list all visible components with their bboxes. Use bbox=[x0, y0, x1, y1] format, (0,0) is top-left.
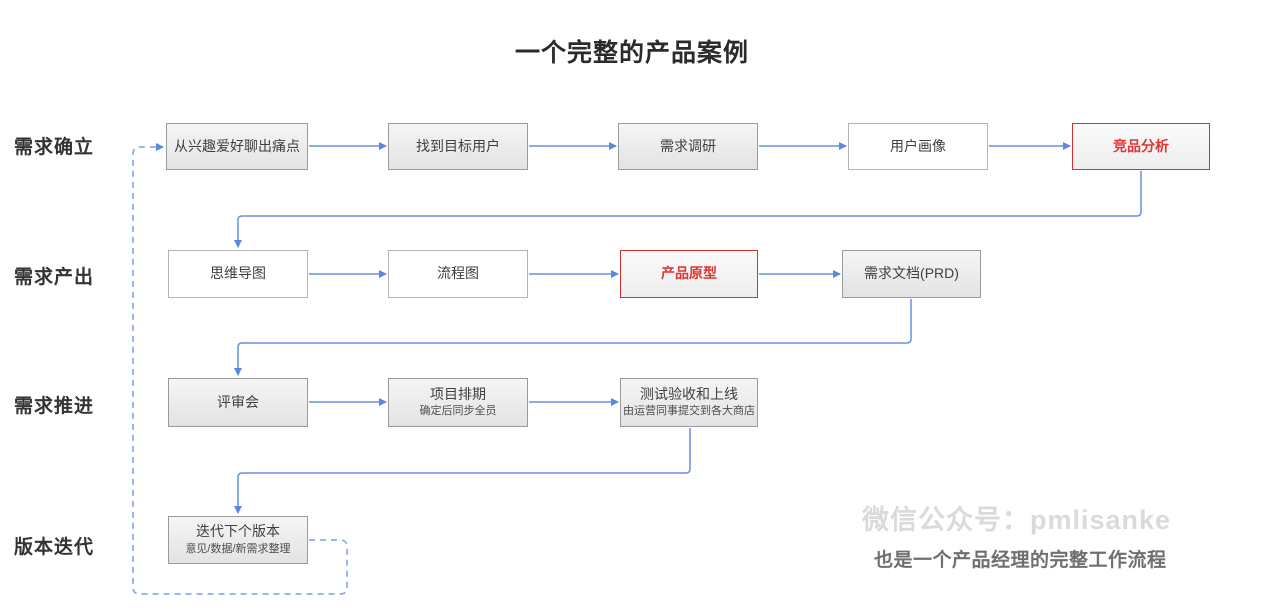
watermark-tagline: 也是一个产品经理的完整工作流程 bbox=[874, 550, 1167, 571]
connector-r2-to-r3 bbox=[234, 299, 912, 376]
node-label: 产品原型 bbox=[661, 265, 717, 282]
node-label: 从兴趣爱好聊出痛点 bbox=[174, 137, 300, 154]
node-flowchart: 流程图 bbox=[388, 250, 528, 298]
node-label: 竞品分析 bbox=[1113, 137, 1169, 154]
node-prd-document: 需求文档(PRD) bbox=[842, 250, 981, 298]
row-label-version-iteration: 版本迭代 bbox=[14, 537, 95, 558]
node-mind-map: 思维导图 bbox=[168, 250, 308, 298]
node-next-version-iteration: 迭代下个版本 意见/数据/新需求整理 bbox=[168, 516, 308, 564]
node-label: 用户画像 bbox=[890, 137, 946, 154]
watermark-wechat-account: 微信公众号：pmlisanke bbox=[862, 505, 1172, 535]
node-target-users: 找到目标用户 bbox=[388, 123, 528, 170]
node-product-prototype: 产品原型 bbox=[620, 250, 758, 298]
node-requirement-research: 需求调研 bbox=[618, 123, 758, 170]
connector-iteration-loop bbox=[132, 143, 348, 595]
node-sublabel: 由运营同事提交到各大商店 bbox=[623, 405, 755, 418]
node-label: 思维导图 bbox=[210, 265, 266, 282]
node-sublabel: 确定后同步全员 bbox=[419, 405, 497, 418]
node-label: 需求调研 bbox=[660, 137, 716, 154]
node-review-meeting: 评审会 bbox=[168, 378, 308, 427]
row-label-requirement-advance: 需求推进 bbox=[14, 396, 95, 417]
page-title: 一个完整的产品案例 bbox=[514, 39, 749, 67]
node-label: 流程图 bbox=[437, 265, 479, 282]
node-label: 找到目标用户 bbox=[416, 137, 500, 154]
node-pain-points: 从兴趣爱好聊出痛点 bbox=[166, 123, 308, 170]
connector-r1-to-r2 bbox=[234, 171, 1142, 248]
node-label: 测试验收和上线 bbox=[640, 385, 738, 402]
node-label: 项目排期 bbox=[430, 385, 486, 402]
node-user-persona: 用户画像 bbox=[848, 123, 988, 170]
row-label-requirement-establish: 需求确立 bbox=[14, 137, 95, 158]
connector-r3-to-r4 bbox=[234, 428, 691, 514]
node-competitor-analysis: 竞品分析 bbox=[1072, 123, 1210, 170]
node-test-and-launch: 测试验收和上线 由运营同事提交到各大商店 bbox=[620, 378, 758, 427]
node-project-schedule: 项目排期 确定后同步全员 bbox=[388, 378, 528, 427]
row-label-requirement-output: 需求产出 bbox=[14, 267, 95, 288]
node-label: 迭代下个版本 bbox=[196, 523, 280, 540]
node-sublabel: 意见/数据/新需求整理 bbox=[185, 542, 291, 555]
node-label: 需求文档(PRD) bbox=[864, 265, 959, 282]
node-label: 评审会 bbox=[217, 393, 259, 410]
